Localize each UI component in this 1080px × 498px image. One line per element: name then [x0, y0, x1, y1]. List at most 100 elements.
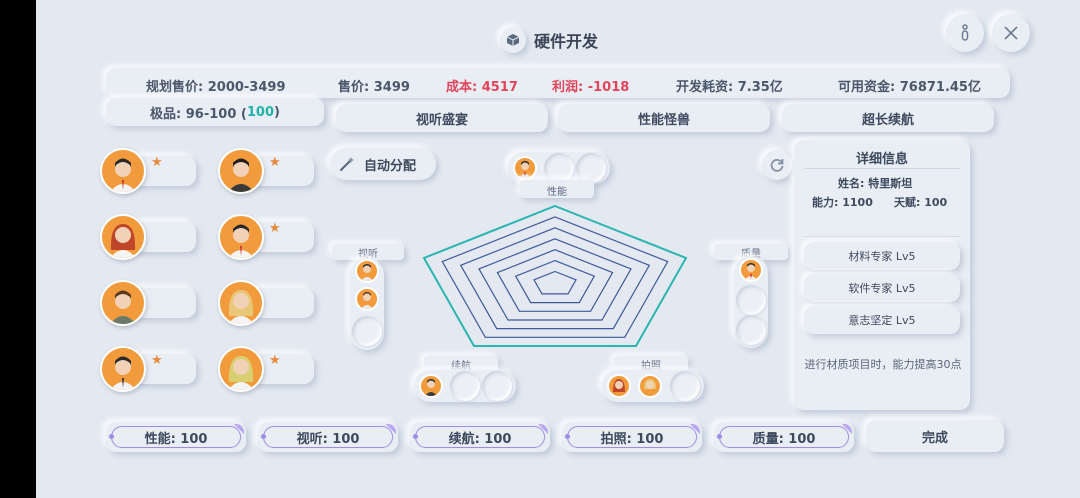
staff-card[interactable]: ★ [100, 148, 196, 194]
staff-card[interactable] [218, 280, 314, 326]
available-funds: 可用资金: 76871.45亿 [838, 80, 981, 95]
avatar[interactable] [100, 214, 146, 260]
stat-value: 性能: 100 [144, 431, 208, 447]
radar-rings [441, 216, 669, 338]
avatar[interactable] [513, 156, 537, 180]
feature-tag-performance[interactable]: 性能怪兽 [558, 104, 770, 132]
radar-ring [459, 227, 651, 330]
staff-card[interactable]: ★ [218, 214, 314, 260]
audio-visual-label-box [332, 244, 404, 260]
avatar[interactable] [218, 280, 264, 326]
skill-item[interactable]: 材料专家 Lv5 [804, 242, 960, 270]
refresh-button[interactable] [762, 150, 792, 180]
avatar[interactable] [218, 214, 264, 260]
radar-ring [514, 259, 596, 304]
empty-staff-slot[interactable] [670, 371, 700, 401]
detail-panel: 详细信息 姓名: 特里斯坦 能力: 1100 天赋: 100 材料专家 Lv5 … [794, 140, 970, 410]
avatar[interactable] [638, 374, 662, 398]
stat-value: 视听: 100 [296, 431, 360, 447]
detail-heading: 详细信息 [855, 152, 908, 167]
corner-marker [538, 424, 548, 434]
quality-label-box [714, 244, 788, 260]
staff-card[interactable]: ★ [218, 148, 314, 194]
performance-label-box [520, 180, 594, 198]
skill-description: 进行材质项目时，能力提高30点 [804, 358, 962, 371]
star-icon: ★ [269, 353, 281, 368]
info-button[interactable] [946, 14, 984, 52]
skill-item[interactable]: 软件专家 Lv5 [804, 274, 960, 302]
avatar[interactable] [218, 148, 264, 194]
avatar[interactable] [100, 346, 146, 392]
star-icon: ★ [269, 221, 281, 236]
staff-talent: 天赋: 100 [894, 196, 948, 209]
info-icon [961, 24, 969, 41]
staff-ability: 能力: 1100 [812, 196, 873, 209]
magic-wand-icon [339, 157, 354, 172]
screen-edge [0, 0, 36, 498]
corner-marker [386, 424, 396, 434]
staff-name: 姓名: 特里斯坦 [838, 177, 913, 190]
bottom-stat-performance: 性能: 100 [106, 422, 246, 452]
auto-assign-button[interactable]: 自动分配 [330, 148, 436, 180]
slot-label-performance: 性能 [547, 187, 567, 198]
avatar[interactable] [419, 374, 443, 398]
camera-label-box [614, 356, 688, 372]
avatar[interactable] [100, 280, 146, 326]
bottom-stat-camera: 拍照: 100 [562, 422, 702, 452]
profit: 利润: -1018 [552, 80, 630, 95]
feature-tag-audio-visual[interactable]: 视听盛宴 [336, 104, 548, 132]
grade-value: 100 [246, 104, 274, 120]
avatar[interactable] [355, 259, 379, 283]
star-icon: ★ [151, 353, 163, 368]
empty-staff-slot[interactable] [736, 285, 766, 315]
auto-assign-label: 自动分配 [364, 158, 417, 174]
radar-ring [441, 216, 669, 338]
radar-chart [422, 204, 688, 347]
staff-card[interactable] [100, 214, 196, 260]
avatar[interactable] [218, 346, 264, 392]
avatar[interactable] [100, 148, 146, 194]
empty-staff-slot[interactable] [482, 371, 512, 401]
bottom-stat-quality: 质量: 100 [714, 422, 854, 452]
radar-outline [422, 204, 688, 347]
grade-prefix: 极品: 96-100 ( [150, 106, 247, 122]
bottom-stat-battery: 续航: 100 [410, 422, 550, 452]
grade-range: 极品: 96-100 (100) [106, 98, 324, 126]
slot-label-battery: 续航 [451, 361, 471, 372]
stats-bar: 规划售价: 2000-3499 售价: 3499 成本: 4517 利润: -1… [106, 68, 1010, 98]
avatar[interactable] [739, 258, 763, 282]
battery-label-box [424, 356, 498, 372]
dev-cost: 开发耗资: 7.35亿 [676, 80, 783, 95]
refresh-icon [770, 159, 784, 172]
skill-item[interactable]: 意志坚定 Lv5 [804, 306, 960, 334]
radar-ring [533, 270, 577, 295]
empty-staff-slot[interactable] [450, 371, 480, 401]
radar-ring [496, 249, 614, 312]
corner-marker [234, 424, 244, 434]
staff-card[interactable]: ★ [218, 346, 314, 392]
corner-marker [690, 424, 700, 434]
corner-marker [842, 424, 852, 434]
cost: 成本: 4517 [446, 80, 518, 95]
staff-card[interactable] [100, 280, 196, 326]
page-title: 硬件开发 [500, 26, 598, 54]
title-text: 硬件开发 [534, 32, 599, 51]
empty-staff-slot[interactable] [736, 315, 766, 345]
empty-staff-slot[interactable] [576, 153, 606, 183]
stat-value: 拍照: 100 [600, 431, 664, 447]
stat-value: 质量: 100 [752, 431, 816, 447]
avatar[interactable] [355, 287, 379, 311]
done-button[interactable]: 完成 [866, 420, 1004, 452]
avatar[interactable] [607, 374, 631, 398]
staff-card[interactable]: ★ [100, 346, 196, 392]
divider [804, 168, 960, 169]
close-button[interactable] [992, 14, 1030, 52]
star-icon: ★ [269, 155, 281, 170]
close-icon [1004, 26, 1018, 40]
empty-staff-slot[interactable] [544, 153, 574, 183]
slot-label-camera: 拍照 [641, 361, 661, 372]
stat-value: 续航: 100 [448, 431, 512, 447]
grade-suffix: ) [274, 104, 280, 120]
feature-tag-battery[interactable]: 超长续航 [782, 104, 994, 132]
empty-staff-slot[interactable] [352, 316, 382, 346]
